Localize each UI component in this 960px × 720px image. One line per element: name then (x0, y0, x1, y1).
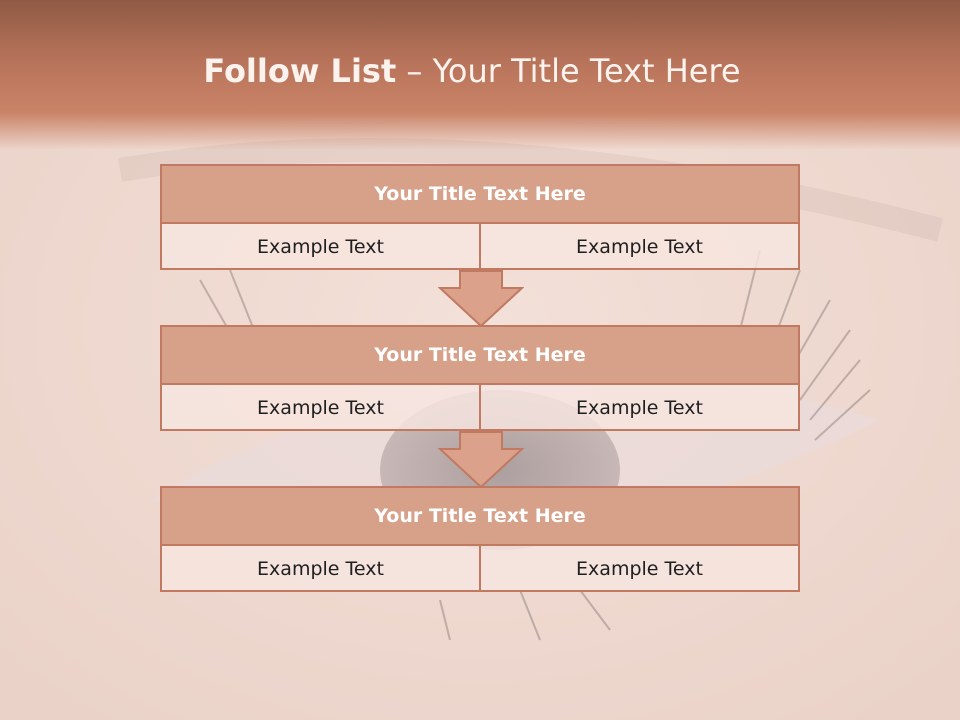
step-cell-right: Example Text (479, 224, 798, 270)
step-cell-right: Example Text (479, 546, 798, 592)
slide-title-bold: Follow List (203, 52, 397, 90)
step-cell-left: Example Text (257, 397, 384, 419)
step-block-2: Your Title Text Here Example Text Exampl… (160, 325, 800, 431)
step-title: Your Title Text Here (162, 488, 798, 546)
slide-title-rest: – Your Title Text Here (406, 52, 741, 90)
step-title: Your Title Text Here (162, 327, 798, 385)
step-block-1: Your Title Text Here Example Text Exampl… (160, 164, 800, 270)
step-cell-left: Example Text (257, 236, 384, 258)
down-arrow-icon (438, 270, 524, 328)
down-arrow-icon (438, 431, 524, 489)
step-title: Your Title Text Here (162, 166, 798, 224)
step-cell-right: Example Text (479, 385, 798, 431)
header-band (0, 0, 960, 150)
step-block-3: Your Title Text Here Example Text Exampl… (160, 486, 800, 592)
slide-title: Follow List – Your Title Text Here (0, 52, 944, 90)
step-row: Example Text Example Text (162, 546, 798, 592)
step-row: Example Text Example Text (162, 385, 798, 431)
step-row: Example Text Example Text (162, 224, 798, 270)
step-cell-left: Example Text (257, 558, 384, 580)
